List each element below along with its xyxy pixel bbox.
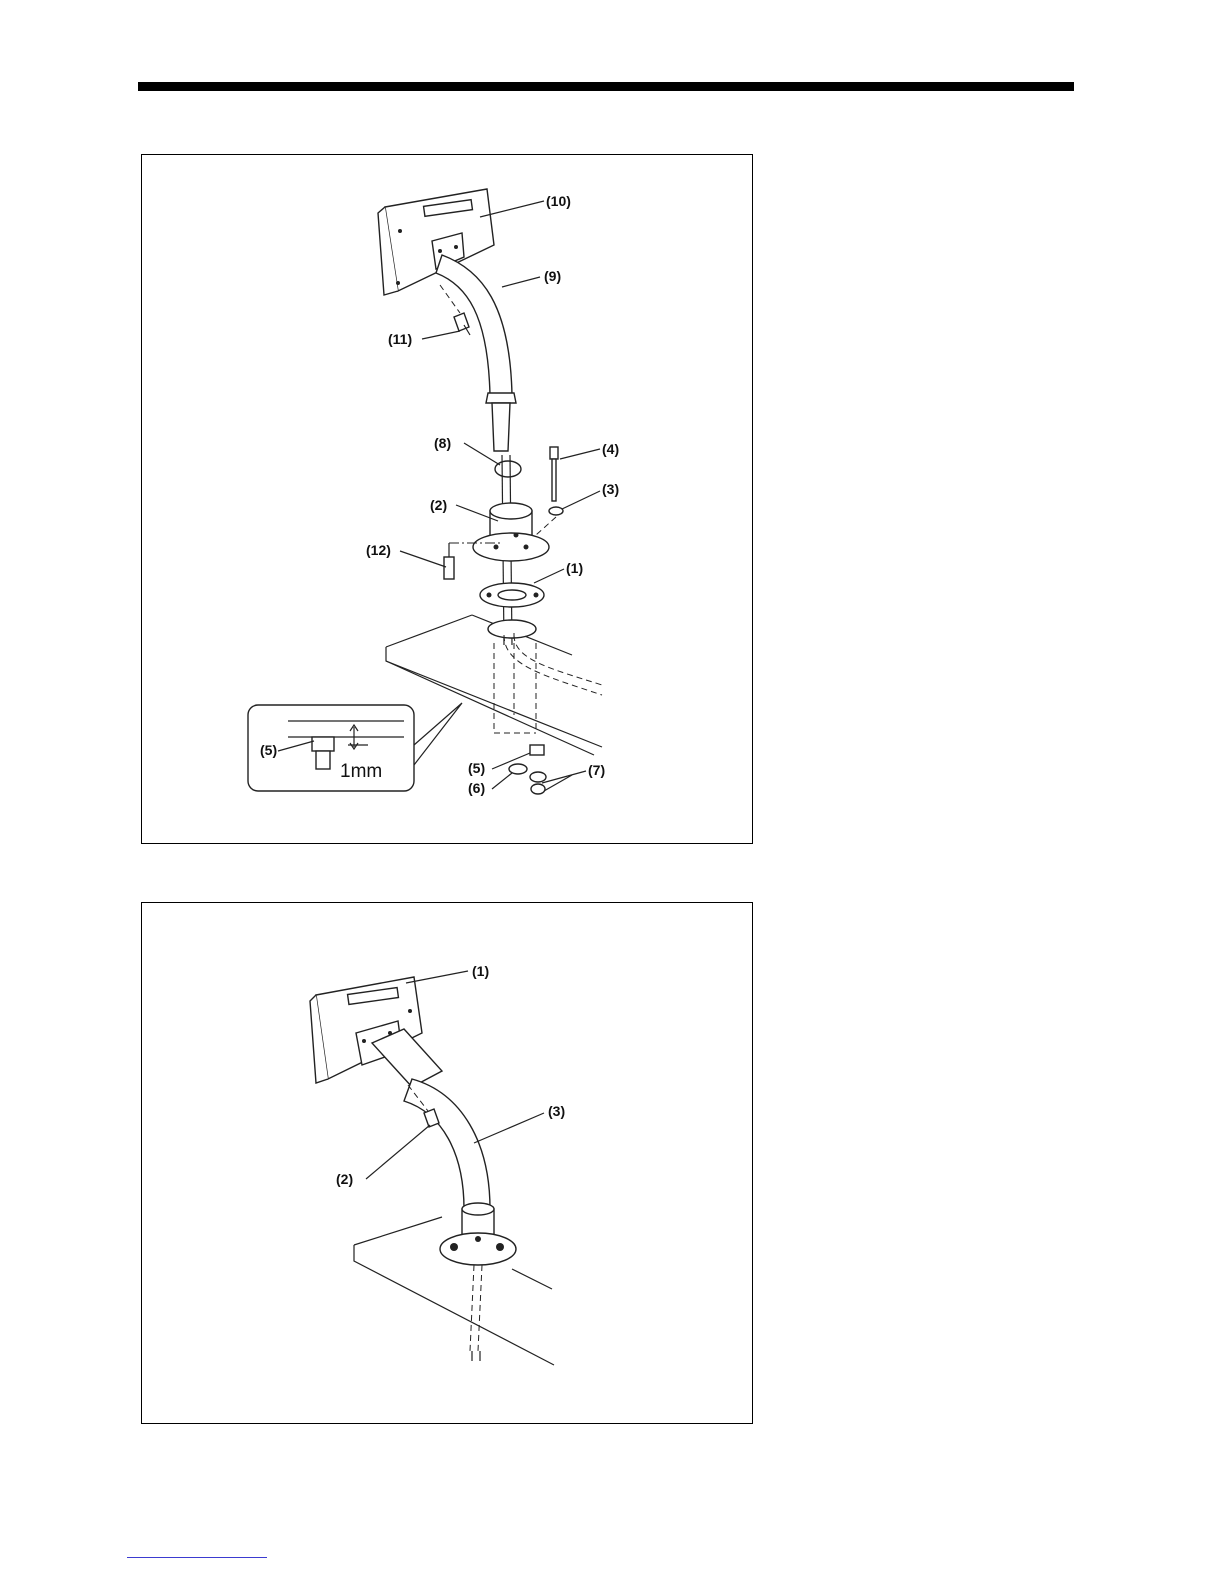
label-12: (12) — [366, 542, 391, 558]
assembled-diagram: (1) (3) (2) — [142, 903, 754, 1425]
label-3: (3) — [602, 481, 619, 497]
label-11: (11) — [388, 331, 412, 347]
holder-2-drawing — [473, 503, 549, 561]
assembled-figure: (1) (3) (2) — [141, 902, 753, 1424]
footer-link-underline[interactable] — [127, 1557, 267, 1558]
label-4: (4) — [602, 441, 619, 457]
label-2: (2) — [430, 497, 447, 513]
top-rule — [138, 82, 1074, 91]
label-8: (8) — [434, 435, 451, 451]
label-5: (5) — [468, 760, 485, 776]
bolt-4-drawing — [536, 447, 563, 535]
label-1-fig2: (1) — [472, 963, 489, 979]
inset-label-5: (5) — [260, 742, 277, 758]
label-6: (6) — [468, 780, 485, 796]
label-1: (1) — [566, 560, 583, 576]
curved-pipe-drawing — [436, 255, 516, 451]
label-9: (9) — [544, 268, 561, 284]
label-3-fig2: (3) — [548, 1103, 565, 1119]
nuts-drawing — [509, 745, 546, 794]
washer-8-drawing — [495, 461, 521, 477]
exploded-diagram: (10) (9) (11) (8) (4) (3) (2) (12) (1) (… — [142, 155, 754, 845]
label-7: (7) — [588, 762, 605, 778]
inset-dimension: 1mm — [340, 761, 382, 782]
label-10: (10) — [546, 193, 571, 209]
assembly-exploded-figure: (10) (9) (11) (8) (4) (3) (2) (12) (1) (… — [141, 154, 753, 844]
table-drawing — [386, 615, 602, 755]
curved-pipe-drawing-2 — [372, 1029, 516, 1265]
base-plate-1-drawing — [480, 583, 544, 607]
label-2-fig2: (2) — [336, 1171, 353, 1187]
